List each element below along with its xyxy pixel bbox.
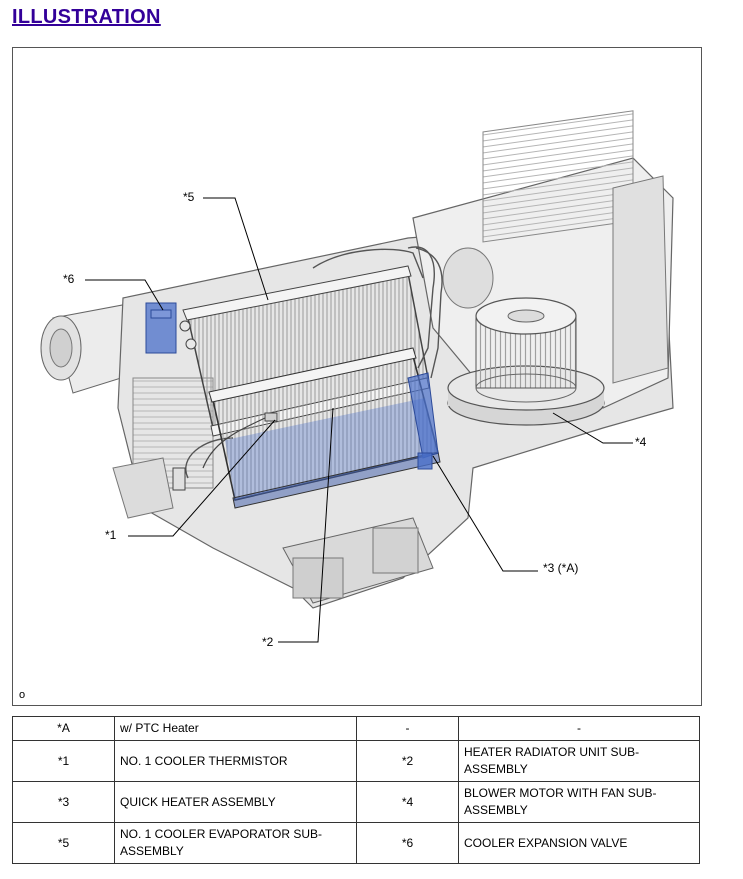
legend-description: COOLER EXPANSION VALVE: [458, 822, 700, 864]
legend-description: QUICK HEATER ASSEMBLY: [114, 781, 357, 823]
legend-description: HEATER RADIATOR UNIT SUB-ASSEMBLY: [458, 740, 700, 782]
quick-heater: [407, 372, 439, 470]
callout-2: *2: [262, 635, 274, 649]
callout-6: *6: [63, 272, 75, 286]
legend-description: BLOWER MOTOR WITH FAN SUB-ASSEMBLY: [458, 781, 700, 823]
page-title: ILLUSTRATION: [12, 6, 161, 28]
callout-1: *1: [105, 528, 117, 542]
legend-code: *2: [356, 740, 459, 782]
callout-3: *3 (*A): [543, 561, 579, 575]
figure-id: o: [19, 689, 26, 701]
illustration-figure: *5 *6 *1 *2 *3 (*A) *4 o: [12, 47, 702, 706]
legend-description: NO. 1 COOLER EVAPORATOR SUB-ASSEMBLY: [114, 822, 357, 864]
legend-code: *1: [12, 740, 115, 782]
callout-5: *5: [183, 190, 195, 204]
hvac-assembly-drawing: [40, 110, 674, 643]
legend-code: *6: [356, 822, 459, 864]
heater-radiator-core: [208, 347, 441, 509]
leader-lines: [85, 197, 633, 643]
cooler-thermistor: [172, 412, 278, 491]
legend-description: NO. 1 COOLER THERMISTOR: [114, 740, 357, 782]
legend-code: *5: [12, 822, 115, 864]
refrigerant-pipes: [185, 246, 443, 479]
table-row: *3 QUICK HEATER ASSEMBLY *4 BLOWER MOTOR…: [12, 781, 700, 823]
legend-code: *3: [12, 781, 115, 823]
table-row: *5 NO. 1 COOLER EVAPORATOR SUB-ASSEMBLY …: [12, 822, 700, 864]
table-row: *1 NO. 1 COOLER THERMISTOR *2 HEATER RAD…: [12, 740, 700, 782]
legend-table: *A w/ PTC Heater - - *1 NO. 1 COOLER THE…: [12, 716, 700, 864]
legend-code: *4: [356, 781, 459, 823]
legend-code: -: [356, 716, 459, 741]
expansion-valve: [145, 302, 177, 354]
legend-description: -: [458, 716, 700, 741]
blower-motor: [447, 297, 605, 426]
callout-4: *4: [635, 435, 647, 449]
legend-description: w/ PTC Heater: [114, 716, 357, 741]
legend-code: *A: [12, 716, 115, 741]
table-row: *A w/ PTC Heater - -: [12, 716, 700, 741]
